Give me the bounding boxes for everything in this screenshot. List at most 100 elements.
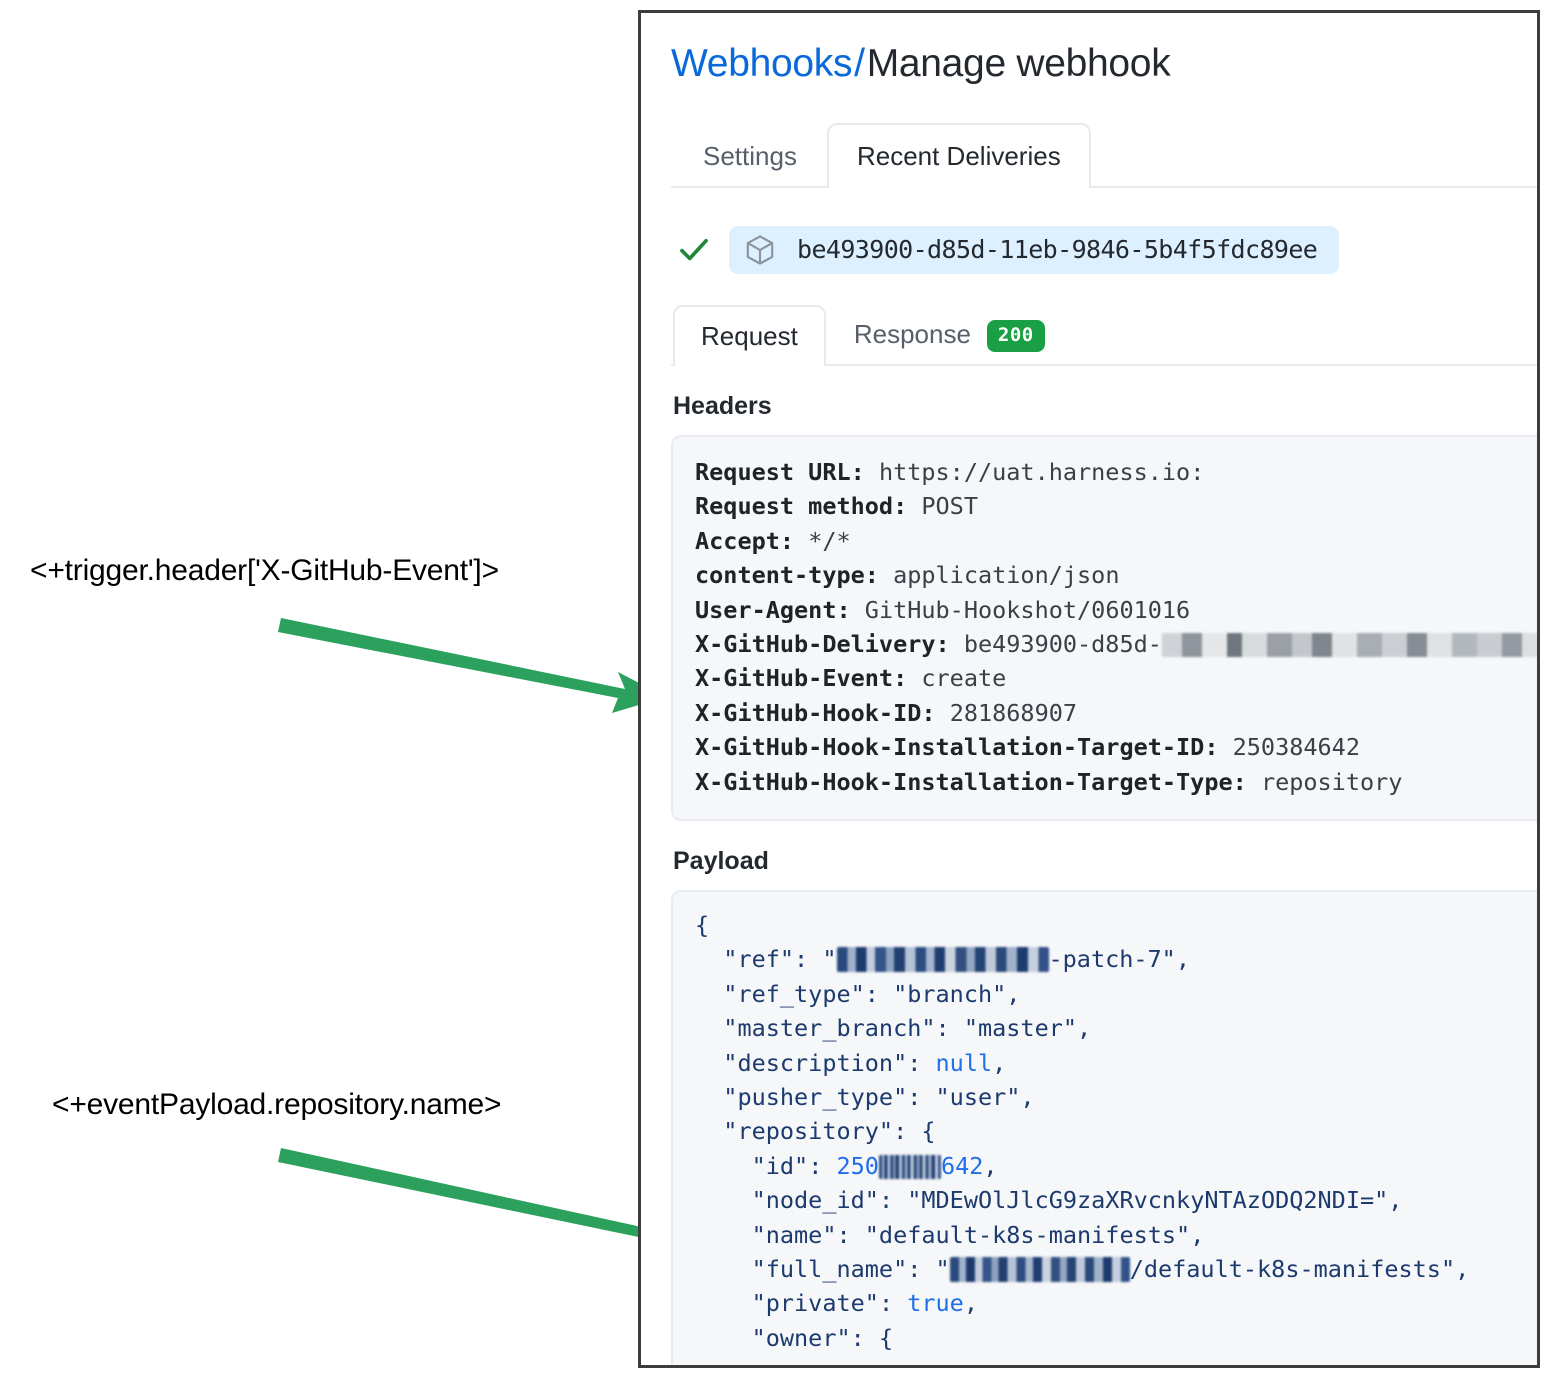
redacted-text	[1161, 632, 1537, 657]
delivery-guid-chip[interactable]: be493900-d85d-11eb-9846-5b4f5fdc89ee	[729, 225, 1340, 274]
header-key: X-GitHub-Hook-Installation-Target-ID:	[695, 733, 1219, 762]
annotation-payload-expression: <+eventPayload.repository.name>	[52, 1088, 502, 1121]
payload-line: "repository": {	[723, 1117, 936, 1146]
tab-request[interactable]: Request	[673, 304, 826, 366]
header-row: X-GitHub-Hook-Installation-Target-ID: 25…	[695, 730, 1537, 764]
header-row: Accept: */*	[695, 524, 1537, 558]
webhook-tabbar: Settings Recent Deliveries	[671, 116, 1537, 188]
payload-line: "name": "default-k8s-manifests",	[751, 1220, 1205, 1249]
payload-key: "name"	[751, 1220, 837, 1249]
header-key: X-GitHub-Hook-Installation-Target-Type:	[695, 767, 1247, 796]
header-value: https://uat.harness.io:	[878, 457, 1205, 486]
payload-brace: {	[695, 910, 710, 939]
payload-comma: ,	[992, 1048, 1007, 1077]
header-row: X-GitHub-Delivery: be493900-d85d-	[695, 627, 1537, 661]
breadcrumb-separator: /	[854, 42, 865, 85]
header-row: Request method: POST	[695, 489, 1537, 523]
payload-comma: ,	[1006, 979, 1021, 1008]
payload-key: "owner"	[751, 1323, 851, 1352]
header-value: create	[921, 664, 1007, 693]
header-value: */*	[808, 526, 851, 555]
payload-key: "pusher_type"	[723, 1082, 908, 1111]
payload-line: "full_name": "/default-k8s-manifests",	[751, 1255, 1470, 1284]
payload-line: "description": null,	[723, 1048, 1007, 1077]
request-response-tabbar: Request Response 200	[671, 296, 1537, 366]
payload-line: "node_id": "MDEwOlJlcG9zaXRvcnkyNTAzODQ2…	[751, 1186, 1403, 1215]
tab-recent-deliveries-label: Recent Deliveries	[856, 140, 1061, 171]
header-value: GitHub-Hookshot/0601016	[864, 595, 1191, 624]
tab-response[interactable]: Response 200	[826, 303, 1073, 366]
header-key: content-type:	[695, 561, 879, 590]
payload-comma: ,	[1190, 1220, 1205, 1249]
payload-line: "ref": "-patch-7",	[723, 945, 1190, 974]
payload-key: "private"	[751, 1289, 879, 1318]
payload-value: "user"	[935, 1082, 1021, 1111]
header-value: be493900-d85d-	[963, 629, 1162, 658]
header-value: 250384642	[1232, 733, 1360, 762]
payload-line: "ref_type": "branch",	[723, 979, 1021, 1008]
redacted-text	[949, 1257, 1130, 1283]
payload-line: "pusher_type": "user",	[723, 1082, 1035, 1111]
payload-key: "repository"	[723, 1117, 894, 1146]
payload-key: "ref"	[723, 945, 795, 974]
payload-comma: ,	[1077, 1014, 1092, 1043]
breadcrumb-webhooks-link[interactable]: Webhooks	[671, 42, 853, 85]
tab-response-label: Response	[853, 319, 971, 350]
payload-heading: Payload	[673, 846, 769, 875]
header-row: X-GitHub-Event: create	[695, 661, 1537, 695]
payload-quote: "	[822, 945, 837, 974]
check-icon	[680, 238, 708, 261]
header-key: X-GitHub-Hook-ID:	[695, 698, 936, 727]
header-key: Accept:	[695, 526, 795, 555]
payload-value: null	[935, 1048, 993, 1077]
payload-value: 250	[836, 1151, 879, 1180]
payload-line: {	[695, 908, 1537, 942]
redacted-text	[878, 1154, 941, 1179]
payload-comma: ,	[1455, 1255, 1470, 1284]
annotation-header-expression: <+trigger.header['X-GitHub-Event']>	[30, 554, 499, 587]
delivery-guid-text: be493900-d85d-11eb-9846-5b4f5fdc89ee	[797, 235, 1318, 265]
payload-value: true	[907, 1289, 964, 1318]
payload-comma: ,	[1388, 1186, 1403, 1215]
payload-quote: "	[935, 1255, 950, 1284]
payload-value: "MDEwOlJlcG9zaXRvcnkyNTAzODQ2NDI="	[907, 1186, 1389, 1215]
header-key: Request URL:	[695, 457, 865, 486]
payload-line: "master_branch": "master",	[723, 1014, 1092, 1043]
payload-value: "master"	[963, 1014, 1078, 1043]
payload-key: "ref_type"	[723, 979, 865, 1008]
tab-request-label: Request	[701, 320, 798, 351]
header-row: User-Agent: GitHub-Hookshot/0601016	[695, 593, 1537, 627]
headers-code-box: Request URL: https://uat.harness.io: Req…	[671, 434, 1537, 821]
page-title: Webhooks/Manage webhook	[671, 13, 1537, 86]
header-value: 281868907	[949, 698, 1078, 727]
header-row: Request URL: https://uat.harness.io:	[695, 455, 1537, 489]
header-row: X-GitHub-Hook-Installation-Target-Type: …	[695, 765, 1537, 799]
payload-brace: {	[921, 1117, 936, 1146]
tab-recent-deliveries[interactable]: Recent Deliveries	[826, 122, 1091, 188]
header-value: POST	[921, 492, 978, 521]
status-badge: 200	[986, 320, 1045, 352]
payload-value: "branch"	[893, 979, 1007, 1008]
payload-value-suffix: 642	[940, 1151, 984, 1180]
payload-comma: ,	[983, 1151, 998, 1180]
manage-webhook-panel: Webhooks/Manage webhook Settings Recent …	[638, 10, 1540, 1368]
header-row: X-GitHub-Hook-ID: 281868907	[695, 696, 1537, 730]
payload-line: "owner": {	[751, 1323, 894, 1352]
headers-heading: Headers	[673, 391, 772, 420]
header-key: Request method:	[695, 492, 908, 521]
payload-key: "description"	[723, 1048, 908, 1077]
header-row: content-type: application/json	[695, 558, 1537, 592]
breadcrumb-current: Manage webhook	[866, 42, 1171, 85]
payload-value: /default-k8s-manifests"	[1129, 1255, 1456, 1284]
payload-comma: ,	[1020, 1082, 1035, 1111]
delivery-row[interactable]: be493900-d85d-11eb-9846-5b4f5fdc89ee	[671, 225, 1537, 274]
payload-key: "node_id"	[751, 1186, 879, 1215]
payload-brace: {	[878, 1323, 894, 1352]
tab-settings[interactable]: Settings	[673, 123, 827, 188]
payload-value: "default-k8s-manifests"	[864, 1220, 1191, 1249]
payload-key: "master_branch"	[723, 1014, 936, 1043]
payload-comma: ,	[963, 1289, 978, 1318]
header-key: User-Agent:	[695, 595, 851, 624]
header-key: X-GitHub-Delivery:	[695, 629, 950, 658]
